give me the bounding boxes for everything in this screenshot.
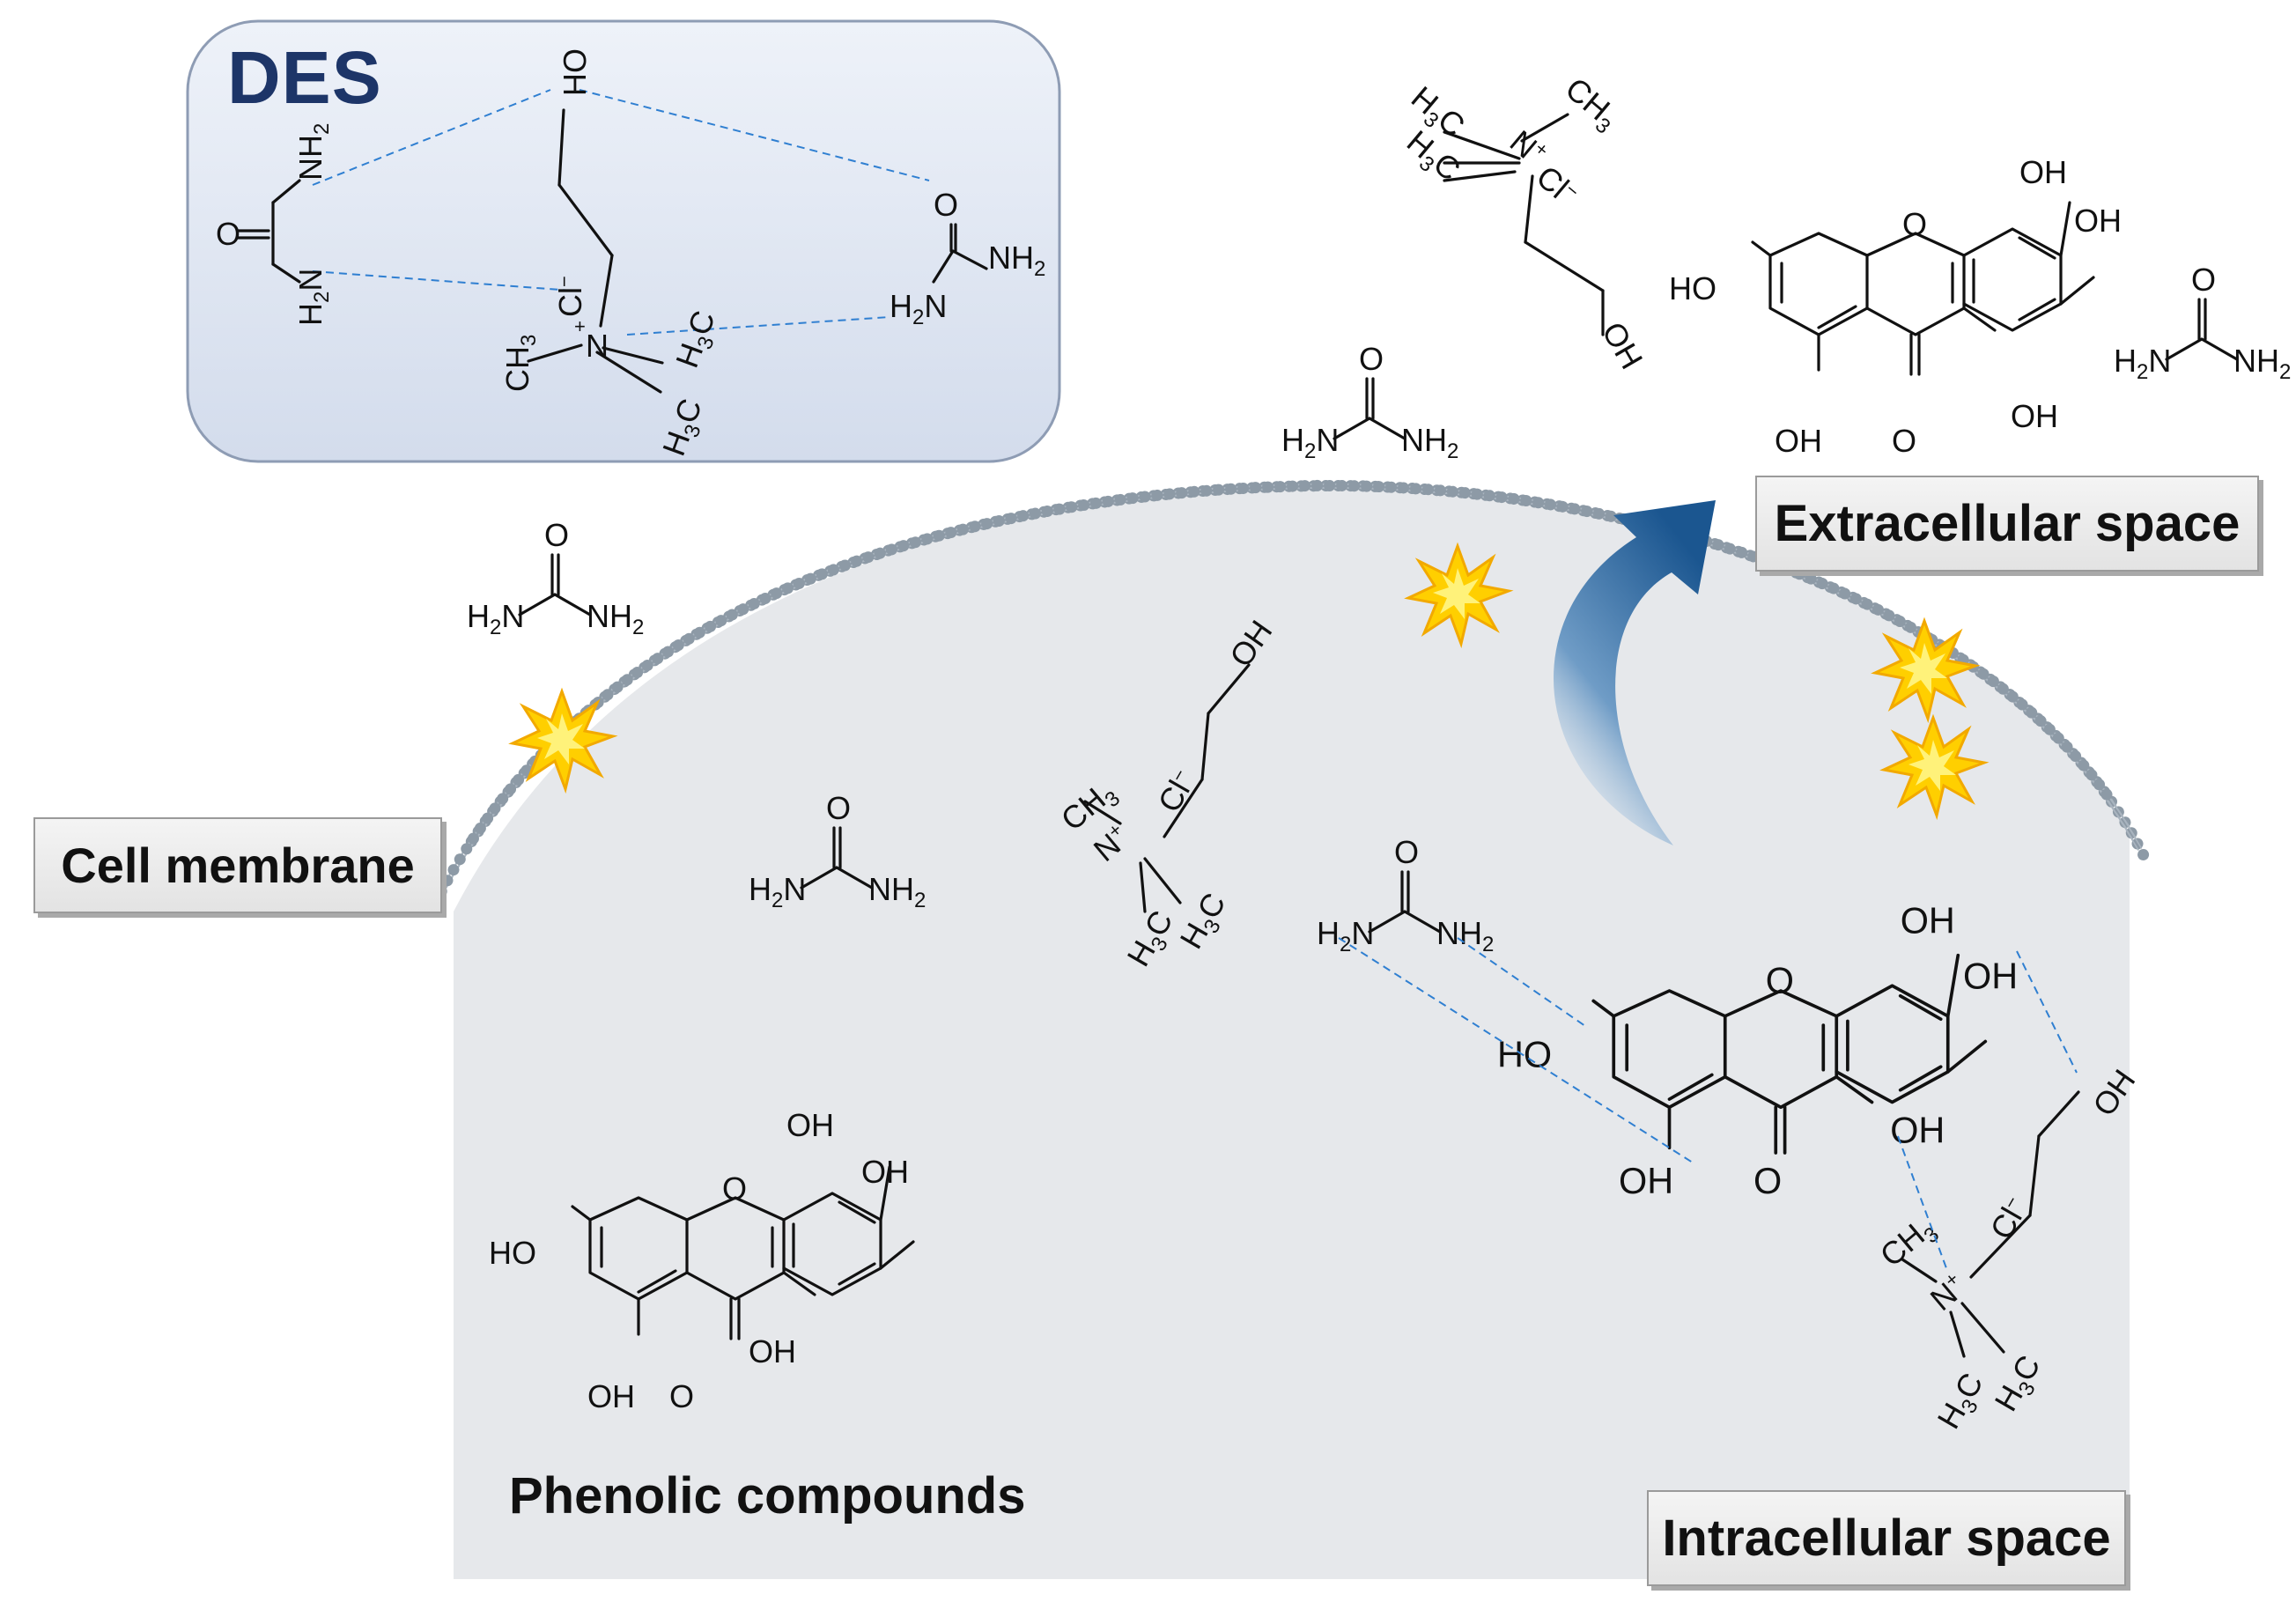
urea-o: O — [934, 187, 958, 223]
urea-nh2: NH2 — [587, 598, 644, 639]
intracellular-hydrogen-bonds — [1338, 937, 2078, 1269]
quercetin-oh: OH — [2011, 398, 2058, 434]
urea-membrane-top: O H2N NH2 — [1281, 341, 1458, 463]
quercetin-oh: OH — [861, 1154, 909, 1190]
choline-ch3-top: CH3 — [499, 335, 541, 392]
des-urea-left: O NH2 H2N — [216, 123, 334, 326]
quercetin-oh: OH — [1619, 1161, 1673, 1201]
phenolic-compounds-label: Phenolic compounds — [509, 1467, 1026, 1524]
urea-outside-left: O H2N NH2 — [467, 517, 644, 639]
urea-o: O — [2191, 262, 2216, 298]
urea-o: O — [826, 790, 851, 826]
choline-n-charge: + — [574, 315, 586, 337]
quercetin-o-keto: O — [1892, 423, 1916, 459]
urea-h2n: H2N — [1281, 422, 1339, 463]
extracellular-choline-chloride: H3C H3C CH3 N+ Cl− OH — [1400, 70, 1650, 375]
des-hydrogen-bonds — [312, 89, 930, 336]
urea-nh2: NH2 — [1436, 915, 1494, 956]
quercetin-bound: HO O OH OH OH OH O — [1497, 900, 2018, 1201]
urea-h2n: H2N — [467, 598, 524, 639]
urea-intracellular-left: O H2N NH2 — [749, 790, 926, 912]
quercetin-phenolic: HO O OH OH OH OH O — [489, 1107, 915, 1414]
choline-ch3: CH3 — [1555, 70, 1626, 139]
urea-h2n: H2N — [1317, 915, 1374, 956]
quercetin-o-ring: O — [1902, 206, 1927, 242]
quercetin-oh: OH — [1963, 956, 2018, 997]
cell-membrane-label: Cell membrane — [33, 817, 442, 913]
urea-h2n: H2N — [292, 269, 334, 326]
urea-o: O — [216, 216, 240, 252]
quercetin-oh: OH — [587, 1378, 635, 1414]
choline-oh: OH — [557, 48, 593, 96]
choline-cl: Cl− — [552, 276, 588, 317]
urea-h2n: H2N — [2114, 343, 2171, 384]
quercetin-oh: OH — [1890, 1111, 1945, 1151]
cell — [426, 478, 2152, 1579]
cell-interior — [454, 485, 2130, 1579]
quercetin-oh: OH — [749, 1333, 796, 1369]
urea-o: O — [1359, 341, 1384, 377]
quercetin-oh: OH — [786, 1107, 834, 1143]
urea-nh2: NH2 — [868, 871, 926, 912]
choline-n: N — [586, 328, 609, 364]
quercetin-oh: OH — [1775, 423, 1822, 459]
quercetin-oh: OH — [2074, 203, 2122, 239]
quercetin-oh: OH — [1901, 900, 1955, 941]
des-urea-right: O NH2 H2N — [890, 187, 1045, 329]
quercetin-o-ring: O — [1766, 960, 1794, 1000]
choline-cl: Cl− — [1530, 159, 1584, 213]
quercetin-instances: HO O OH OH OH OH O HO O OH OH OH — [489, 154, 2122, 1414]
quercetin-ho: HO — [1669, 270, 1716, 306]
urea-nh2: NH2 — [1401, 422, 1458, 463]
des-title: DES — [227, 36, 382, 119]
choline-h3c-right: H3C — [668, 306, 727, 373]
quercetin-o-ring: O — [722, 1170, 747, 1207]
urea-h2n: H2N — [749, 871, 806, 912]
urea-nh2: NH2 — [2233, 343, 2291, 384]
urea-upright-instances: O H2N NH2 O H2N NH2 O H2N NH2 O H2N NH2 — [467, 262, 2291, 956]
urea-intracellular-bound: O H2N NH2 — [1317, 834, 1494, 956]
quercetin-extracellular: HO O OH OH OH OH O — [1669, 154, 2122, 459]
urea-o: O — [544, 517, 569, 553]
choline-n: N+ — [1503, 122, 1554, 173]
des-panel: O NH2 H2N OH N + Cl− CH3 — [186, 19, 1061, 463]
urea-nh2: NH2 — [292, 123, 334, 181]
intracellular-space-label: Intracellular space — [1647, 1490, 2126, 1586]
export-arrow-icon — [1553, 500, 1716, 845]
quercetin-o-keto: O — [1753, 1161, 1782, 1201]
urea-h2n: H2N — [890, 288, 947, 329]
quercetin-oh: OH — [2019, 154, 2067, 190]
extracellular-space-label: Extracellular space — [1755, 476, 2259, 572]
urea-nh2: NH2 — [988, 240, 1045, 281]
des-choline-chloride: OH N + Cl− CH3 H3C H3C — [499, 48, 727, 461]
des-panel-box — [186, 19, 1061, 463]
quercetin-ho: HO — [489, 1235, 536, 1271]
quercetin-o-keto: O — [669, 1378, 694, 1414]
urea-o: O — [1394, 834, 1419, 870]
urea-extracellular: O H2N NH2 — [2114, 262, 2291, 384]
